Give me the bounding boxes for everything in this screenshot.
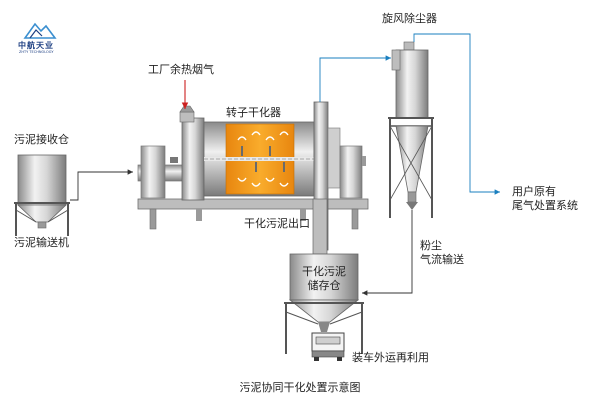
dried-sludge-chute [312,198,328,255]
rotor-dryer-label: 转子干化器 [226,106,281,119]
sludge-bin-label: 污泥接收仓 [14,133,69,146]
exhaust-arrow [319,55,391,102]
storage-label-line1: 干化污泥 [302,265,346,278]
user-system-line2: 尾气处置系统 [512,199,578,212]
to-user-system-arrow [413,33,500,195]
diagram-caption: 污泥协同干化处置示意图 [239,381,361,394]
dust-line2: 气流输送 [420,253,464,266]
dust-conveying-arrow [362,210,413,296]
truck-icon [311,332,345,361]
dried-outlet-label: 干化污泥出口 [244,217,310,230]
cyclone-separator [388,41,434,218]
sludge-conveyor-label: 污泥输送机 [14,236,69,249]
logo-text: 中航天业 [18,41,54,50]
factory-gas-label: 工厂余热烟气 [148,63,214,76]
storage-label-line2: 储存仓 [307,279,341,292]
logo-mountain-icon [23,22,57,39]
logo-subtext: ZHTY TECHNOLOGY [19,50,54,54]
truck-reuse-label: 装车外运再利用 [352,351,429,364]
sludge-bin [14,154,70,236]
conveyor-arrow [70,169,133,201]
user-system-line1: 用户原有 [512,185,556,198]
cyclone-label: 旋风除尘器 [382,12,437,25]
storage-silo [284,253,364,354]
dust-line1: 粉尘 [420,239,442,252]
